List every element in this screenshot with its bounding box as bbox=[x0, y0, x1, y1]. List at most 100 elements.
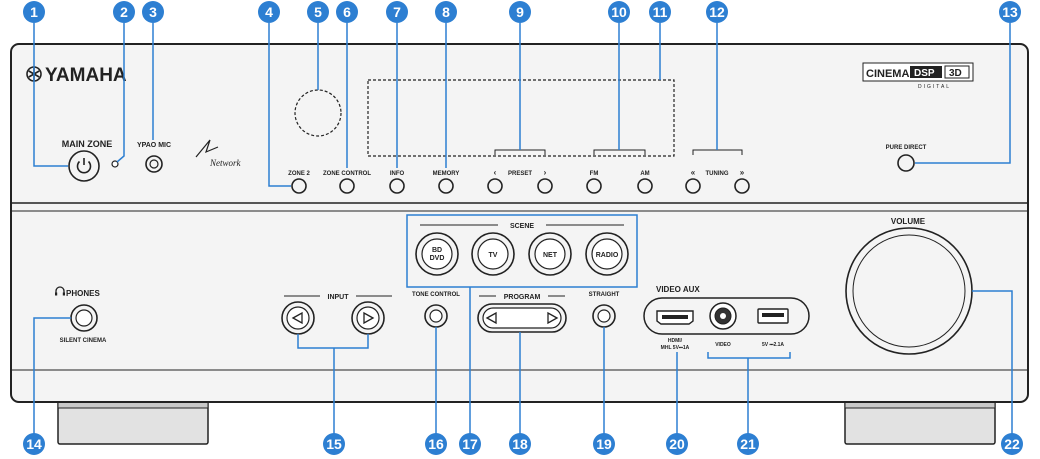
callout-10-number: 10 bbox=[611, 4, 627, 20]
callout-22: 22 bbox=[1001, 433, 1023, 455]
callout-22-number: 22 bbox=[1004, 436, 1020, 452]
volume-knob[interactable] bbox=[845, 227, 973, 355]
callout-8-number: 8 bbox=[442, 4, 450, 20]
usb-rating-label: 5V ⎓2.1A bbox=[762, 342, 784, 348]
memory-button[interactable] bbox=[438, 178, 454, 194]
callout-18: 18 bbox=[509, 433, 531, 455]
preset-left-label: ‹ bbox=[494, 168, 497, 177]
usb-port[interactable] bbox=[757, 308, 789, 324]
tuning-right-button[interactable] bbox=[734, 178, 750, 194]
tone-control-label: TONE CONTROL bbox=[412, 292, 460, 298]
callout-12-number: 12 bbox=[709, 4, 725, 20]
callout-20: 20 bbox=[666, 433, 688, 455]
callout-13: 13 bbox=[999, 1, 1021, 23]
scene-radio-button[interactable]: RADIO bbox=[585, 232, 629, 276]
callout-21-number: 21 bbox=[740, 436, 756, 452]
program-right-arrow-icon bbox=[547, 311, 559, 325]
tuning-left-label: « bbox=[691, 168, 696, 177]
straight-button[interactable] bbox=[592, 304, 616, 328]
network-logo: Network bbox=[195, 139, 242, 168]
callout-10: 10 bbox=[608, 1, 630, 23]
right-foot bbox=[844, 399, 996, 445]
callout-15: 15 bbox=[323, 433, 345, 455]
input-right-button[interactable] bbox=[351, 301, 385, 335]
video-aux-label: VIDEO AUX bbox=[656, 285, 700, 294]
volume-label: VOLUME bbox=[891, 217, 926, 226]
info-button[interactable] bbox=[389, 178, 405, 194]
input-label: INPUT bbox=[328, 294, 350, 301]
input-right-arrow-icon bbox=[363, 311, 375, 325]
headphones-icon bbox=[55, 286, 65, 296]
callout-2-number: 2 bbox=[120, 4, 128, 20]
scene-radio-text: RADIO bbox=[596, 252, 619, 259]
tuning-left-button[interactable] bbox=[685, 178, 701, 194]
pure-direct-button[interactable] bbox=[897, 154, 915, 172]
phones-jack[interactable] bbox=[70, 304, 98, 332]
preset-left-button[interactable] bbox=[487, 178, 503, 194]
preset-label: PRESET bbox=[508, 171, 532, 177]
callout-21: 21 bbox=[737, 433, 759, 455]
preset-right-label: › bbox=[544, 168, 547, 177]
phones-label: PHONES bbox=[66, 289, 100, 298]
callout-11-number: 11 bbox=[653, 4, 668, 20]
3d-text: 3D bbox=[949, 68, 962, 79]
silent-cinema-label: SILENT CINEMA bbox=[60, 338, 107, 344]
callout-9-number: 9 bbox=[516, 4, 524, 20]
info-label: INFO bbox=[390, 171, 405, 177]
callout-leader-lines bbox=[33, 23, 1013, 436]
dsp-text: DSP bbox=[914, 68, 935, 79]
zone-control-button[interactable] bbox=[339, 178, 355, 194]
main-zone-power-button[interactable] bbox=[68, 150, 100, 182]
am-button[interactable] bbox=[637, 178, 653, 194]
input-left-button[interactable] bbox=[281, 301, 315, 335]
scene-label: SCENE bbox=[510, 223, 534, 230]
callout-19-number: 19 bbox=[596, 436, 612, 452]
callout-7: 7 bbox=[386, 1, 408, 23]
scene-group-frame bbox=[406, 214, 638, 288]
tone-control-button[interactable] bbox=[424, 304, 448, 328]
callout-15-number: 15 bbox=[326, 436, 342, 452]
callout-1-number: 1 bbox=[30, 4, 38, 20]
callout-14-number: 14 bbox=[26, 436, 42, 452]
cinema-dsp-logo: CINEMA DSP 3D DIGITAL bbox=[862, 62, 974, 90]
am-label: AM bbox=[640, 171, 649, 177]
scene-net-text: NET bbox=[543, 252, 558, 259]
callout-9: 9 bbox=[509, 1, 531, 23]
fm-button[interactable] bbox=[586, 178, 602, 194]
callout-16: 16 bbox=[425, 433, 447, 455]
callout-8: 8 bbox=[435, 1, 457, 23]
scene-tv-button[interactable]: TV bbox=[471, 232, 515, 276]
callout-2: 2 bbox=[113, 1, 135, 23]
callout-11: 11 bbox=[649, 1, 671, 23]
front-display bbox=[367, 79, 675, 157]
tuning-right-label: » bbox=[740, 168, 745, 177]
input-left-arrow-icon bbox=[291, 311, 303, 325]
ypao-mic-jack[interactable] bbox=[145, 155, 163, 173]
callout-16-number: 16 bbox=[428, 436, 444, 452]
hdmi-mhl-port[interactable] bbox=[656, 310, 694, 325]
scene-bd-dvd-button[interactable]: BD DVD bbox=[415, 232, 459, 276]
callout-4: 4 bbox=[258, 1, 280, 23]
callout-5-number: 5 bbox=[314, 4, 322, 20]
hdmi-mhl-label-line2: MHL 5V⎓1A bbox=[661, 345, 690, 351]
zone-control-label: ZONE CONTROL bbox=[323, 171, 371, 177]
brand-name: YAMAHA bbox=[45, 65, 127, 86]
preset-right-button[interactable] bbox=[537, 178, 553, 194]
callout-4-number: 4 bbox=[265, 4, 273, 20]
zone2-button[interactable] bbox=[291, 178, 307, 194]
callout-5: 5 bbox=[307, 1, 329, 23]
scene-bd-line1: BD bbox=[432, 247, 442, 254]
composite-video-jack[interactable] bbox=[709, 302, 737, 330]
scene-net-button[interactable]: NET bbox=[528, 232, 572, 276]
memory-label: MEMORY bbox=[433, 171, 460, 177]
scene-bd-line2: DVD bbox=[430, 255, 445, 262]
power-icon bbox=[76, 158, 92, 174]
tuning-label: TUNING bbox=[706, 171, 729, 177]
callout-17-number: 17 bbox=[462, 436, 478, 452]
program-selector[interactable] bbox=[477, 303, 567, 333]
fm-label: FM bbox=[590, 171, 599, 177]
digital-text: DIGITAL bbox=[918, 84, 951, 90]
callout-6-number: 6 bbox=[343, 4, 351, 20]
